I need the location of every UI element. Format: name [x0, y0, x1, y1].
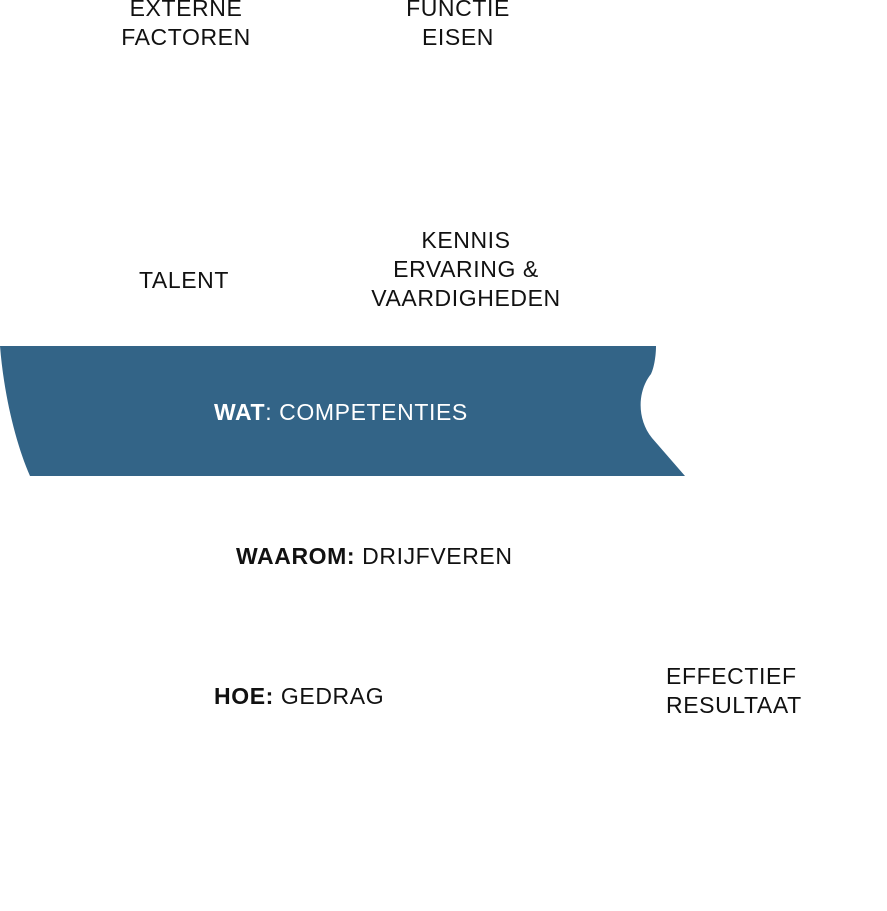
kennis-line-1: KENNIS	[421, 227, 511, 253]
hoe-value: GEDRAG	[273, 683, 385, 709]
externe-line-1: EXTERNE	[129, 0, 243, 21]
functie-line-1: FUNCTIE	[406, 0, 510, 21]
label-talent: TALENT	[138, 267, 230, 293]
label-kennis-ervaring-vaardigheden: KENNIS ERVARING & VAARDIGHEDEN	[336, 226, 596, 313]
banner-shape	[0, 346, 685, 476]
label-externe-factoren: EXTERNE FACTOREN	[96, 0, 276, 52]
label-wat-competenties: WAT: COMPETENTIES	[214, 398, 468, 427]
waarom-value: DRIJFVEREN	[355, 543, 513, 569]
label-functie-eisen: FUNCTIE EISEN	[378, 0, 538, 52]
externe-line-2: FACTOREN	[121, 24, 251, 50]
hoe-key: HOE:	[214, 683, 274, 709]
functie-line-2: EISEN	[421, 24, 495, 50]
kennis-line-2: ERVARING &	[393, 256, 539, 282]
competenties-banner	[0, 346, 690, 478]
label-effectief-resultaat: EFFECTIEF RESULTAAT	[666, 662, 802, 720]
banner-path	[0, 346, 685, 476]
wat-value: : COMPETENTIES	[265, 399, 468, 425]
wat-key: WAT	[214, 399, 266, 425]
kennis-line-3: VAARDIGHEDEN	[371, 285, 561, 311]
label-hoe-gedrag: HOE: GEDRAG	[214, 682, 384, 711]
effectief-line-1: EFFECTIEF	[666, 663, 797, 689]
waarom-key: WAAROM:	[236, 543, 356, 569]
label-waarom-drijfveren: WAAROM: DRIJFVEREN	[236, 542, 513, 571]
effectief-line-2: RESULTAAT	[666, 692, 802, 718]
